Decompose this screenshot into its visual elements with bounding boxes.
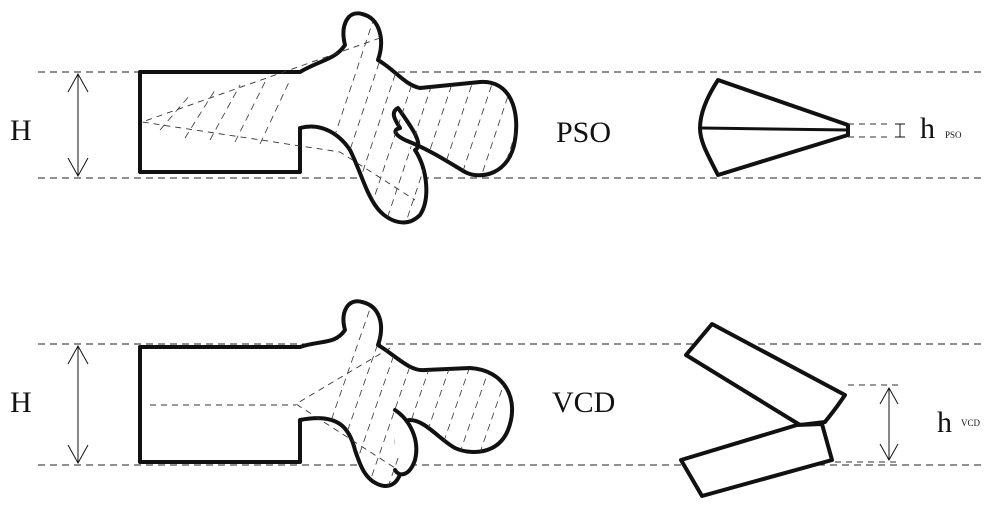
h-vcd-arrow: [880, 388, 898, 460]
top-height-arrow: [68, 74, 88, 176]
bottom-height-label: H: [10, 386, 32, 419]
vcd-vertebra: [140, 280, 540, 508]
bottom-height-arrow: [68, 346, 88, 463]
vcd-vertebral-body: [140, 301, 512, 486]
pso-vertebra: [140, 0, 560, 240]
h-pso-label: h: [920, 112, 935, 145]
vcd-diagram: H VCD: [10, 280, 984, 508]
vcd-lower-block: [681, 424, 832, 496]
vcd-label: VCD: [552, 386, 615, 419]
pso-label: PSO: [556, 116, 611, 149]
pso-vertebral-body: [140, 13, 516, 222]
pso-result-wedge: [700, 80, 905, 175]
h-vcd-subscript: VCD: [961, 418, 981, 428]
h-pso-subscript: PSO: [945, 130, 962, 140]
vcd-result-blocks: [681, 324, 900, 496]
h-vcd-label: h: [937, 406, 952, 439]
pso-diagram: H PSO: [10, 0, 984, 240]
vcd-upper-block: [686, 324, 845, 425]
top-height-label: H: [10, 114, 32, 147]
